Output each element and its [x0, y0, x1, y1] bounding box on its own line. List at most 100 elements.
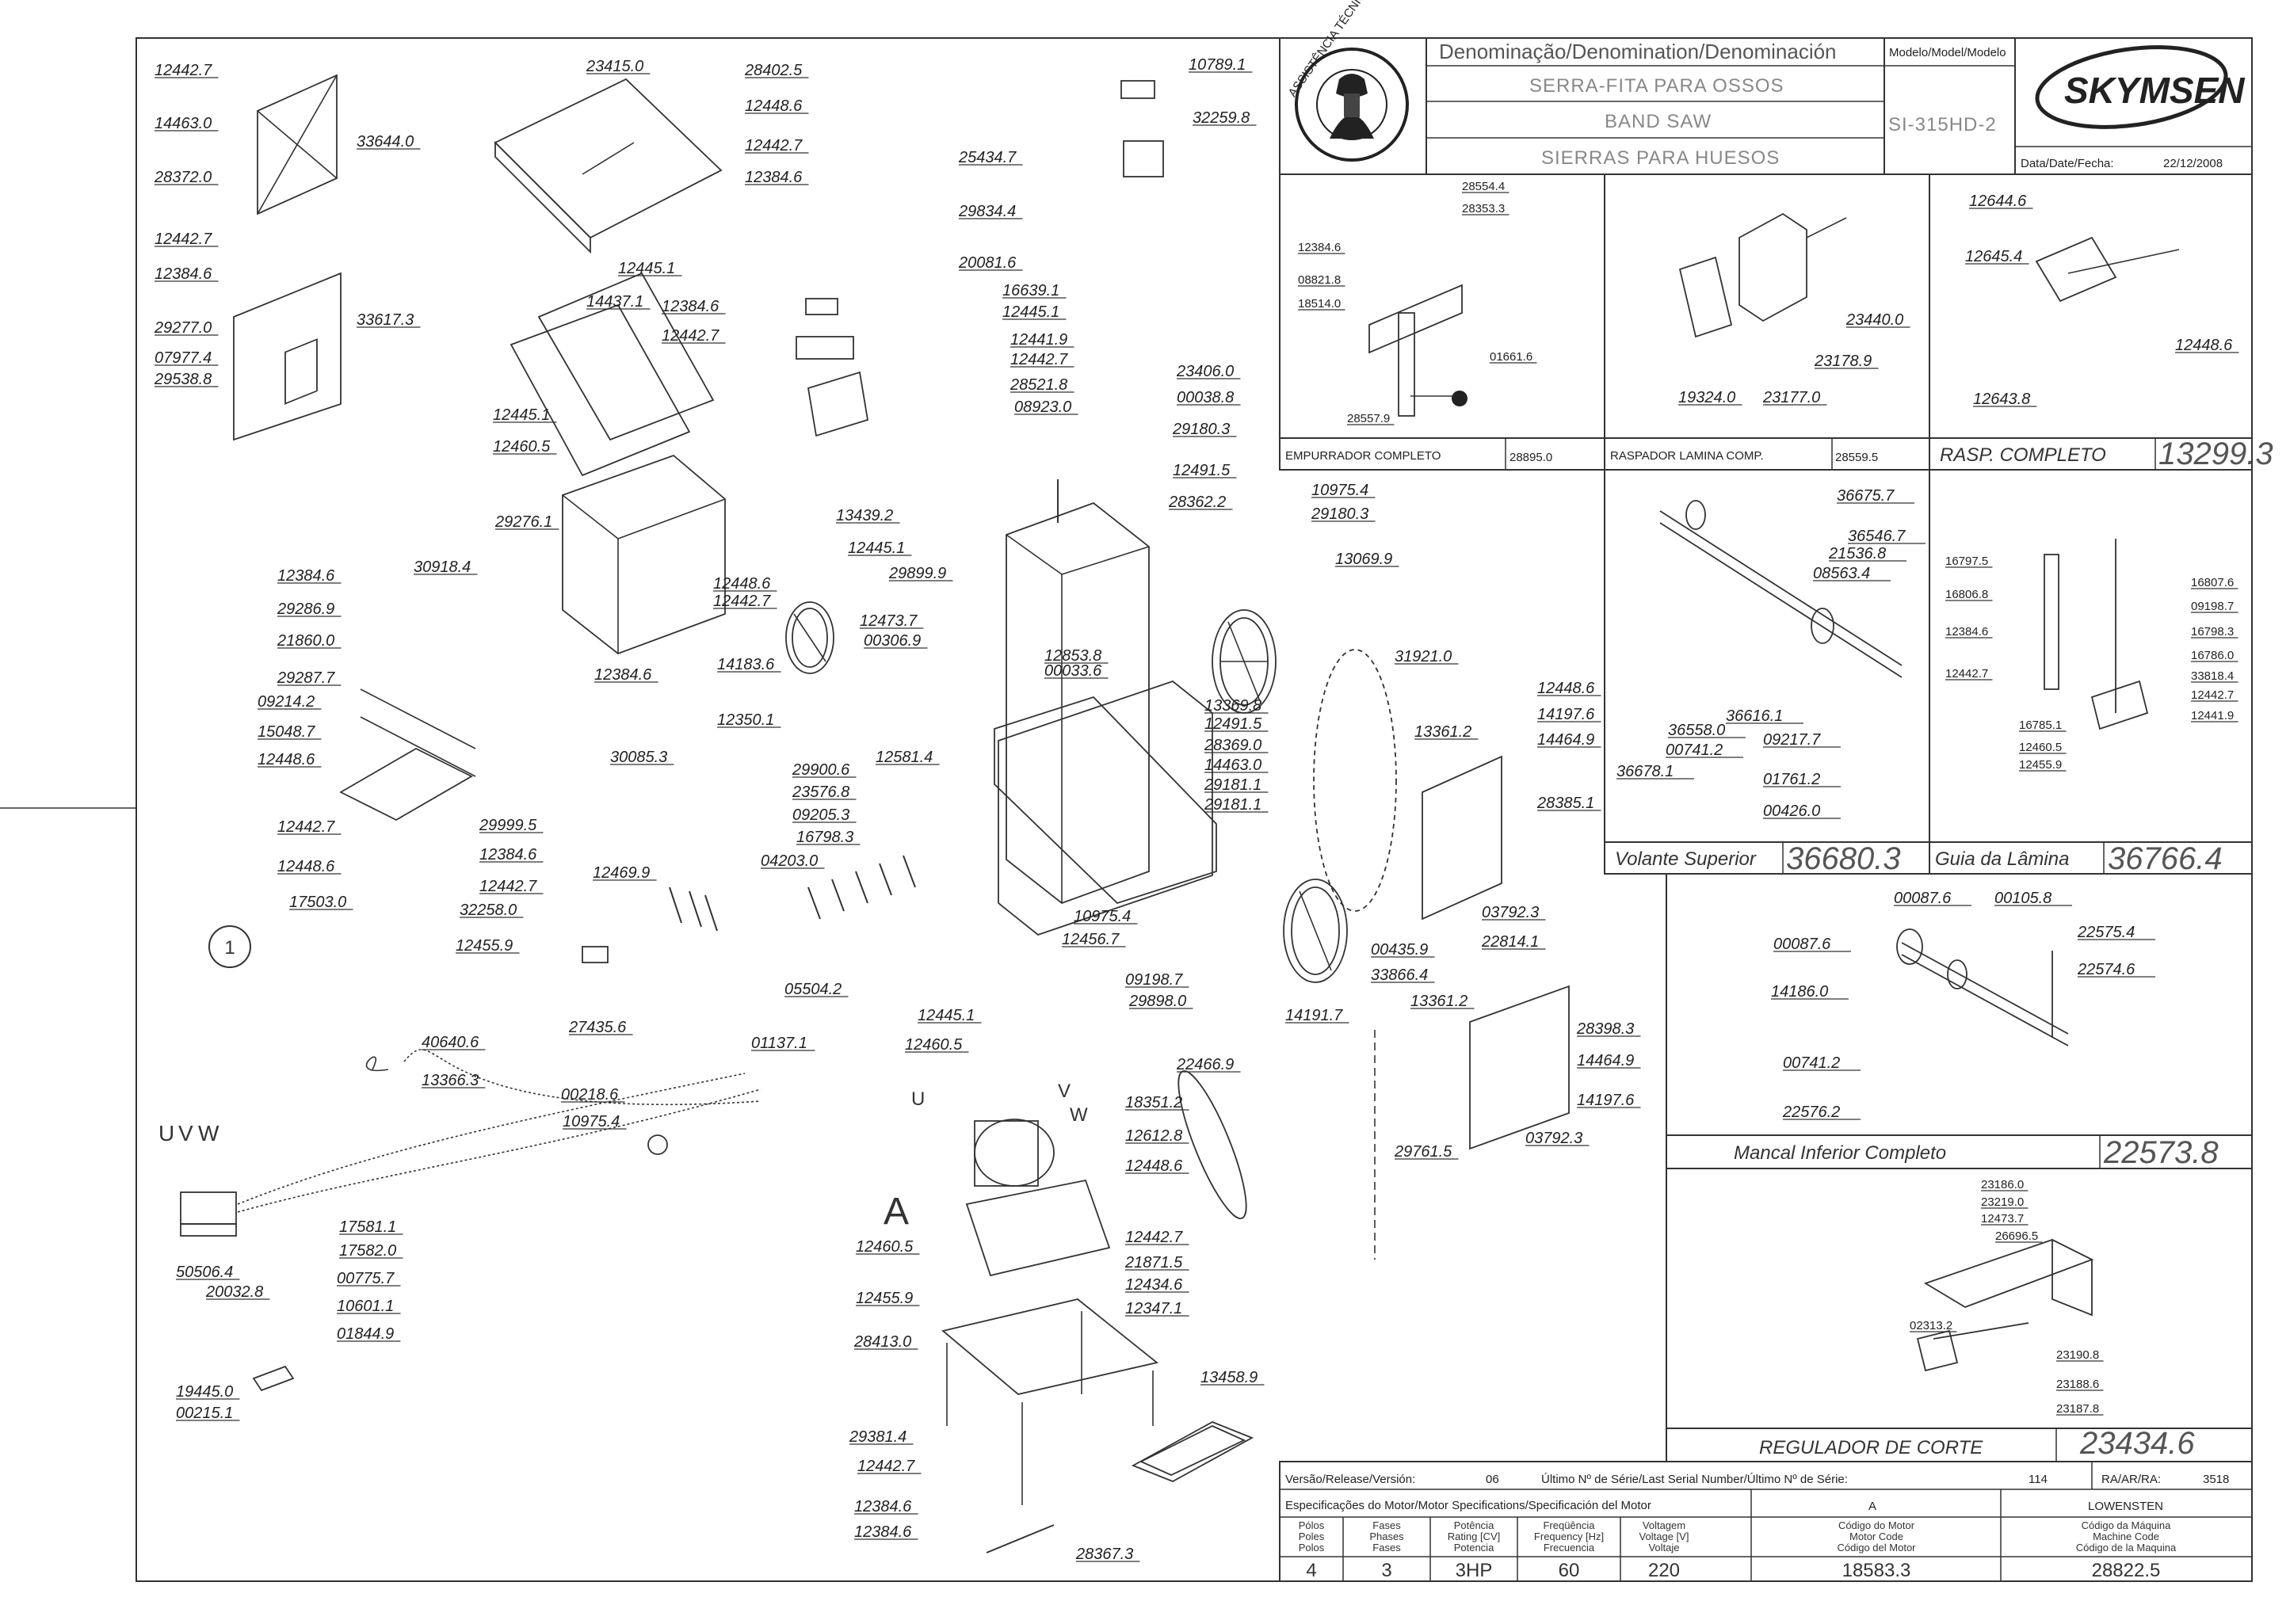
terminal-letter: A	[884, 1191, 909, 1233]
part-number-label: 21536.8	[1828, 545, 1886, 562]
part-number-label: 50506.4	[176, 1264, 233, 1281]
part-number-label: 28402.5	[744, 62, 803, 79]
part-number-label: 28372.0	[154, 169, 212, 186]
motor-spec-col-heading: Freqüência	[1543, 1519, 1595, 1531]
part-number-label: 18351.2	[1125, 1094, 1182, 1111]
part-number-label: 32258.0	[460, 902, 517, 919]
part-number-label: 12442.7	[857, 1458, 915, 1475]
part-number-label: 12460.5	[493, 438, 551, 456]
part-number-label: 00775.7	[337, 1270, 395, 1287]
motor-spec-col-heading: Frequency [Hz]	[1534, 1531, 1604, 1542]
part-number-label: 17581.1	[339, 1218, 396, 1236]
part-number-label: 28557.9	[1347, 412, 1390, 425]
part-number-label: 29538.8	[154, 371, 212, 388]
sub-guia-code: 36766.4	[2108, 841, 2223, 876]
part-number-label: 00087.6	[1773, 936, 1831, 953]
motor-spec-col-value: 28822.5	[2092, 1560, 2161, 1581]
part-number-label: 26696.5	[1995, 1229, 2038, 1243]
part-number-label: 17582.0	[339, 1242, 396, 1260]
name-en: BAND SAW	[1605, 111, 1712, 132]
part-number-label: 12384.6	[277, 567, 335, 585]
part-number-label: 00741.2	[1783, 1054, 1840, 1072]
sub-empurrador-code: 28895.0	[1509, 451, 1552, 464]
brand-logo: SKYMSEN	[2035, 45, 2245, 129]
part-number-label: 12441.9	[1010, 331, 1067, 349]
motor-spec-col-heading: Motor Code	[1849, 1531, 1903, 1542]
part-number-label: 08923.0	[1014, 398, 1071, 416]
part-number-label: 14437.1	[586, 293, 643, 311]
part-number-label: 12473.7	[1981, 1212, 2024, 1226]
motor-spec-col-heading: Código del Motor	[1838, 1542, 1917, 1553]
date-value: 22/12/2008	[2163, 157, 2223, 170]
part-number-label: 22814.1	[1481, 933, 1539, 951]
date-label: Data/Date/Fecha:	[2021, 157, 2114, 170]
part-number-label: 13361.2	[1410, 993, 1468, 1010]
part-number-label: 40640.6	[422, 1034, 479, 1051]
sub-rasp-completo-code: 13299.3	[2158, 436, 2273, 471]
part-number-label: 16806.8	[1945, 588, 1988, 601]
main-exploded-view	[180, 74, 2180, 1553]
part-number-label: 28413.0	[853, 1333, 911, 1351]
part-number-label: 28369.0	[1204, 737, 1261, 754]
part-number-label: 10975.4	[1311, 482, 1368, 499]
part-number-label: 12644.6	[1969, 193, 2027, 210]
sub-volante-code: 36680.3	[1786, 841, 1901, 876]
part-number-label: 12442.7	[155, 231, 212, 248]
motor-spec-col-heading: Código da Máquina	[2082, 1519, 2172, 1531]
part-number-label: 28367.3	[1075, 1546, 1133, 1563]
part-number-label: 10975.4	[1074, 908, 1131, 925]
part-number-label: 03792.3	[1525, 1130, 1582, 1147]
part-number-label: 13069.9	[1335, 551, 1392, 568]
motor-spec-col-heading: Código do Motor	[1838, 1519, 1915, 1531]
motor-type: A	[1868, 1500, 1876, 1513]
part-number-label: 12581.4	[876, 749, 933, 766]
part-number-label: 12445.1	[493, 406, 550, 424]
part-number-label: 29899.9	[888, 565, 946, 582]
part-number-label: 12612.8	[1125, 1127, 1182, 1145]
part-number-label: 36678.1	[1616, 763, 1674, 780]
part-number-label: 14183.6	[717, 656, 775, 673]
part-number-label: 33866.4	[1371, 966, 1428, 984]
part-number-label: 12442.7	[713, 593, 771, 610]
part-number-label: 07977.4	[155, 349, 212, 367]
motor-maker: LOWENSTEN	[2088, 1500, 2163, 1513]
part-number-label: 14464.9	[1577, 1052, 1634, 1069]
part-number-label: 33818.4	[2191, 669, 2234, 683]
part-number-label: 29181.1	[1204, 776, 1261, 794]
part-number-label: 19324.0	[1678, 389, 1735, 406]
part-number-label: 18514.0	[1298, 297, 1341, 311]
part-number-label: 30085.3	[610, 749, 667, 766]
part-number-label: 14463.0	[155, 115, 212, 132]
motor-spec-col-value: 18583.3	[1842, 1560, 1911, 1581]
part-number-label: 12384.6	[1945, 625, 1988, 639]
part-number-label: 12645.4	[1965, 248, 2022, 265]
part-number-label: 29277.0	[154, 319, 212, 337]
motor-spec-col-heading: Rating [CV]	[1448, 1531, 1500, 1542]
ra-value: 3518	[2203, 1473, 2229, 1486]
part-number-label: 09214.2	[258, 693, 315, 711]
part-number-label: 12448.6	[1125, 1157, 1183, 1175]
part-number-label: 28385.1	[1536, 795, 1594, 812]
part-number-label: 36675.7	[1837, 487, 1895, 505]
part-number-label: 12491.5	[1173, 462, 1231, 479]
part-number-label: 19445.0	[176, 1383, 233, 1401]
motor-spec-col-heading: Fases	[1372, 1542, 1401, 1553]
sub-rasp-completo-name: RASP. COMPLETO	[1940, 444, 2106, 466]
part-number-label: 00218.6	[561, 1086, 619, 1104]
part-number-label: 22574.6	[2077, 961, 2135, 978]
motor-spec-col-heading: Phases	[1369, 1531, 1404, 1542]
part-number-label: 12448.6	[1537, 680, 1595, 697]
part-number-label: 28521.8	[1010, 376, 1067, 394]
part-number-label: 09217.7	[1763, 731, 1821, 749]
motor-spec-col-value: 60	[1559, 1560, 1580, 1581]
name-es: SIERRAS PARA HUESOS	[1541, 147, 1780, 169]
motor-spec-col-heading: Potencia	[1454, 1542, 1494, 1553]
motor-spec-col-heading: Polos	[1299, 1542, 1325, 1553]
motor-spec-col-heading: Pólos	[1299, 1519, 1325, 1531]
part-number-label: 12445.1	[848, 539, 905, 557]
part-number-label: 00105.8	[1994, 890, 2051, 907]
motor-spec-col-heading: Machine Code	[2093, 1531, 2159, 1542]
part-number-label: 22576.2	[1782, 1104, 1840, 1121]
